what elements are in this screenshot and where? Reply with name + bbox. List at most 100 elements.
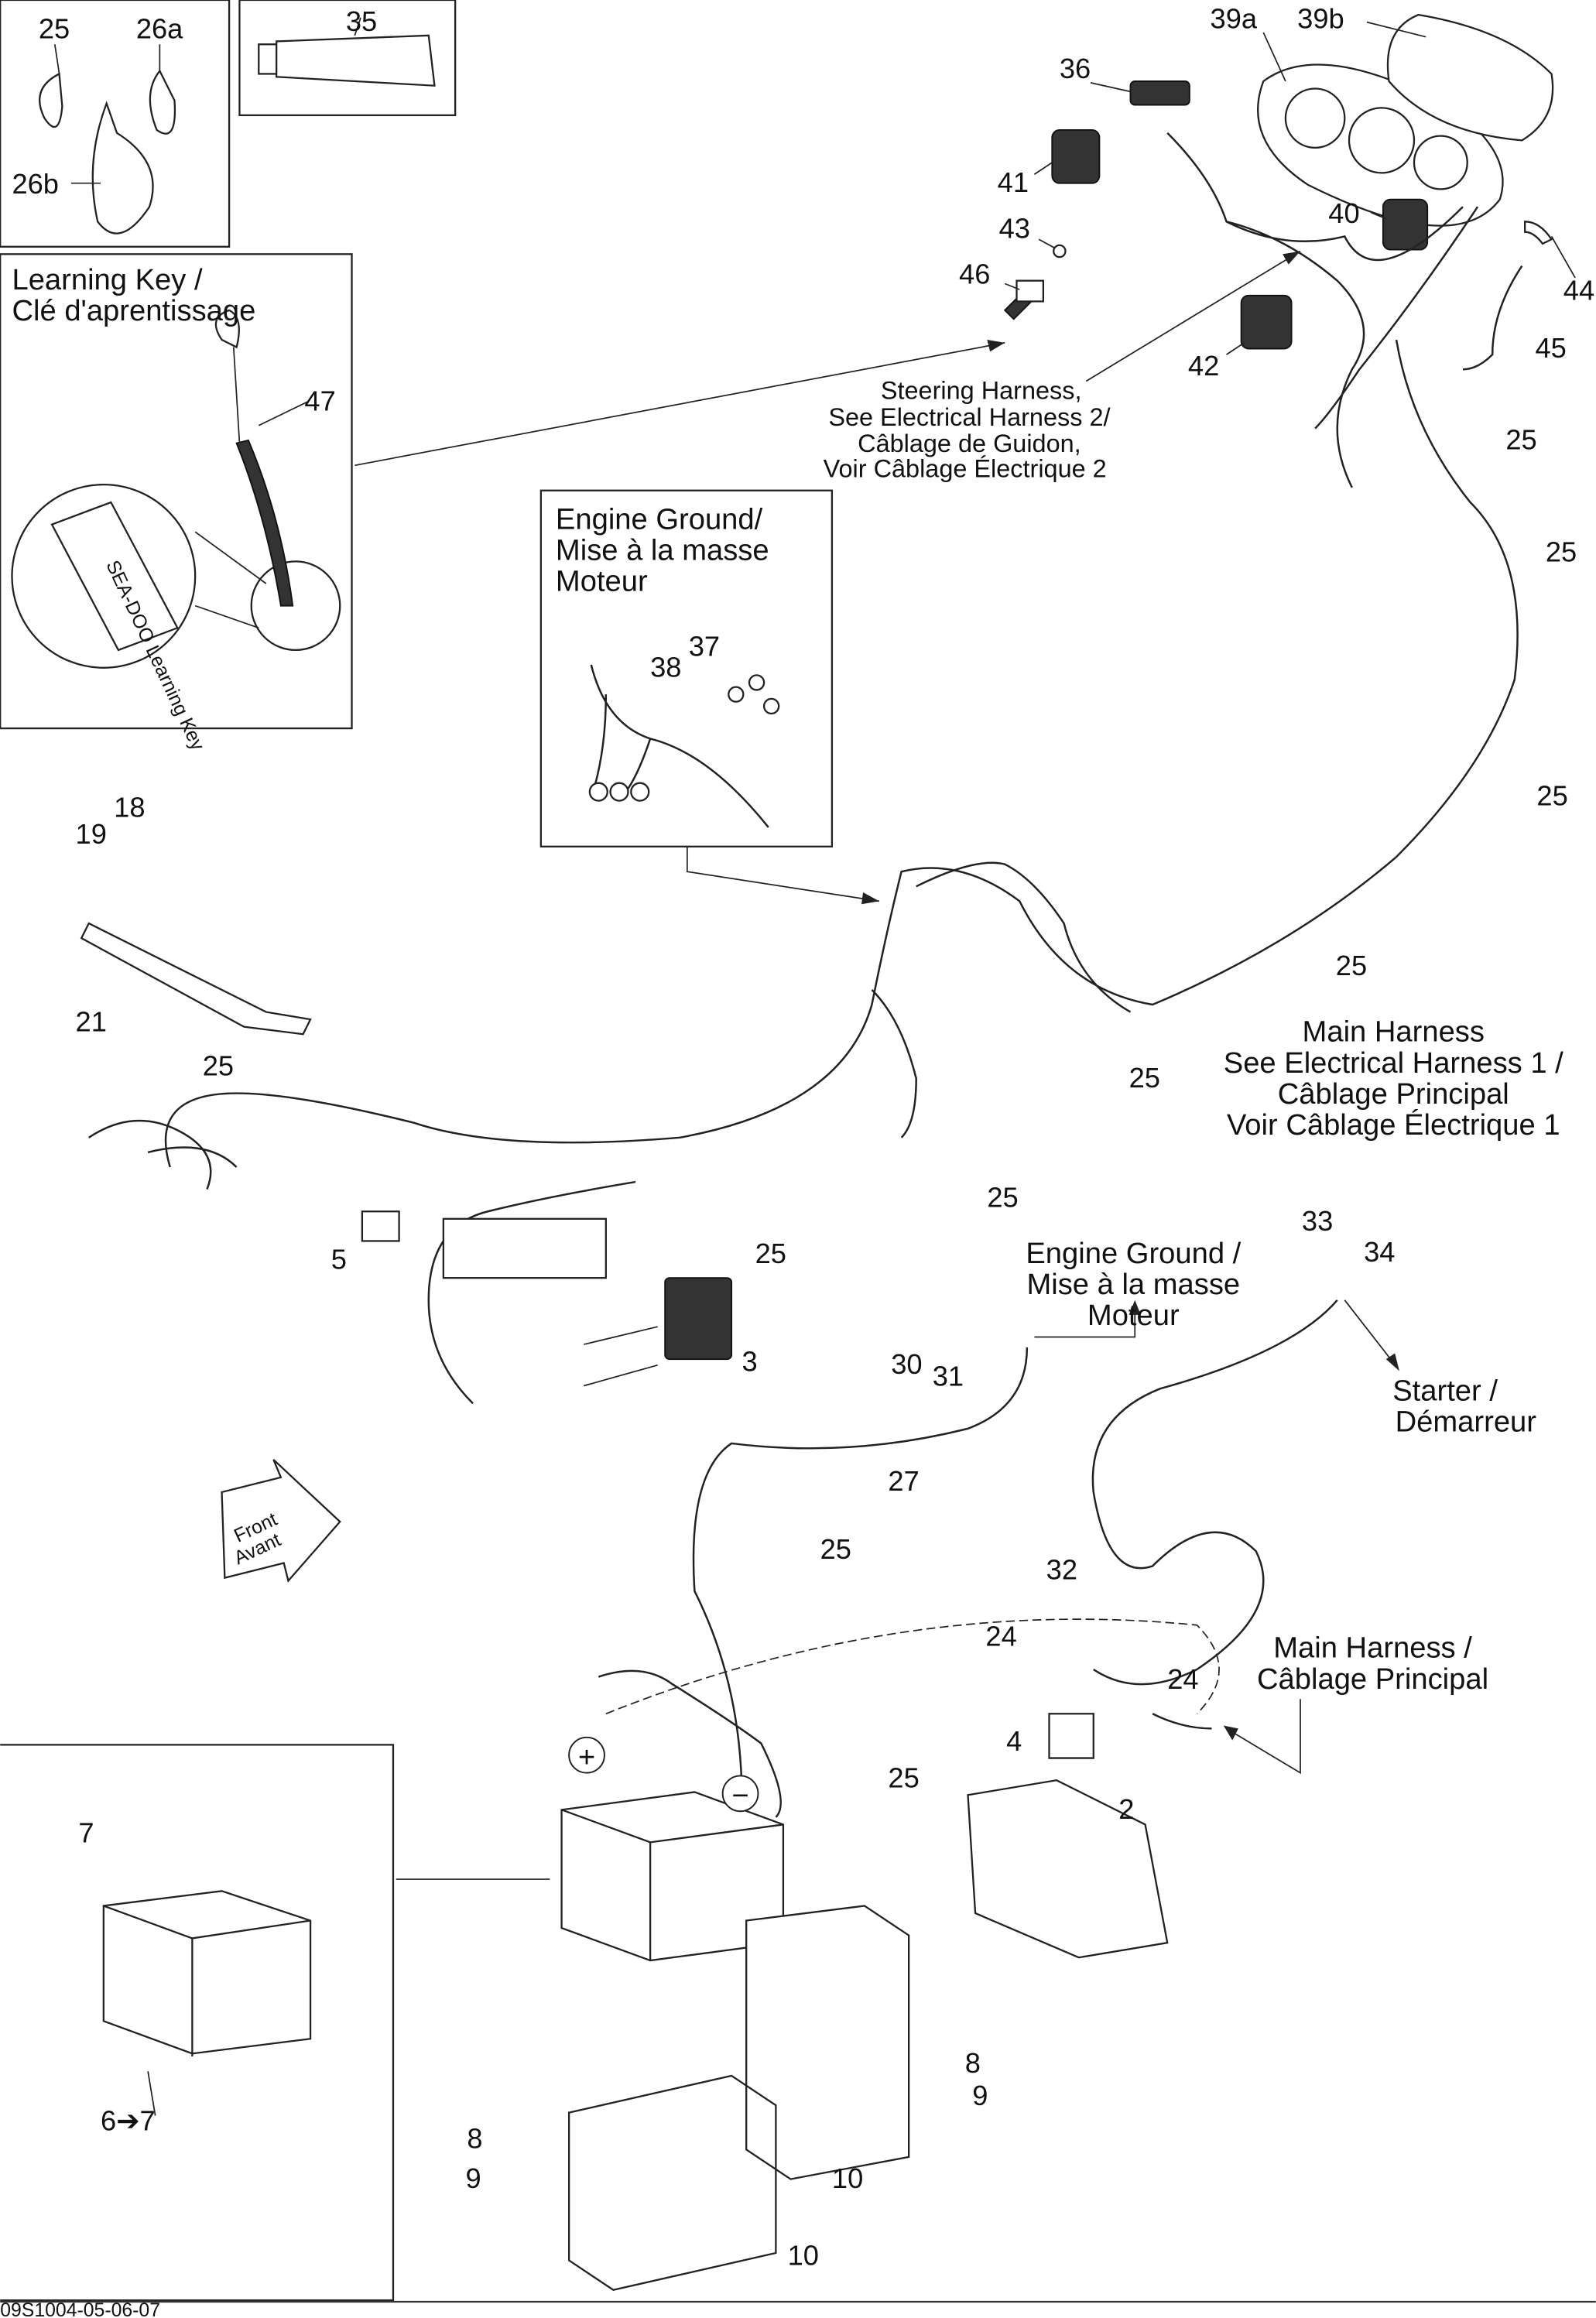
callout: 2	[1118, 1793, 1134, 1825]
callout: 25	[755, 1238, 786, 1269]
svg-text:Voir Câblage Électrique 1: Voir Câblage Électrique 1	[1227, 1108, 1560, 1142]
svg-text:Démarreur: Démarreur	[1396, 1406, 1537, 1439]
callout-labels: 25 26a 26b 35 39a 39b 36 41 40 43 46 44 …	[12, 2, 1594, 2271]
learning-key-inset	[0, 253, 353, 730]
battery-icon	[102, 1791, 785, 2116]
callout: 32	[1046, 1554, 1077, 1586]
callout: 5	[331, 1244, 347, 1275]
callout: 25	[1536, 779, 1567, 811]
cable-tie-icon	[38, 44, 176, 235]
engine-ground-inset	[539, 489, 834, 847]
steering-harness-wire	[1166, 132, 1523, 488]
callout: 38	[650, 651, 681, 683]
starter-cable-32	[1091, 1299, 1338, 1686]
callout: 35	[346, 5, 377, 37]
svg-text:Mise à la masse: Mise à la masse	[556, 533, 769, 567]
callout: 39a	[1211, 2, 1258, 34]
learning-key-title: Learning Key /	[12, 263, 202, 296]
callout: 26a	[136, 13, 183, 45]
callout: 7	[78, 1816, 94, 1848]
callout: 9	[466, 2162, 481, 2194]
svg-text:+: +	[578, 1741, 595, 1774]
front-arrow-icon	[221, 1459, 341, 1583]
svg-text:Mise à la masse: Mise à la masse	[1026, 1268, 1240, 1301]
callout: 34	[1364, 1236, 1395, 1268]
svg-text:Voir Câblage Électrique 2: Voir Câblage Électrique 2	[824, 455, 1107, 483]
grease-tube-inset	[238, 0, 457, 117]
callout: 25	[203, 1050, 234, 1082]
callout: 21	[76, 1005, 107, 1037]
image-code: 09S1004-05-06-07	[0, 2300, 160, 2318]
callout: 37	[689, 631, 720, 663]
svg-text:Main Harness: Main Harness	[1303, 1015, 1485, 1049]
callout: 10	[832, 2162, 863, 2194]
callout: 39b	[1297, 2, 1344, 34]
callout: 47	[304, 385, 335, 417]
svg-text:Main Harness /: Main Harness /	[1273, 1632, 1472, 1665]
callout: 41	[998, 166, 1029, 198]
callout: 25	[987, 1182, 1018, 1214]
callout: 33	[1302, 1205, 1333, 1237]
callout: 26b	[12, 168, 58, 200]
svg-text:−: −	[731, 1779, 748, 1813]
callout: 36	[1060, 53, 1091, 84]
callout: 42	[1188, 350, 1219, 382]
switch-parts-icon	[1003, 80, 1576, 355]
connector-5-icon	[361, 1210, 400, 1242]
callout: 24	[1167, 1663, 1198, 1695]
positive-terminal-badge	[568, 1736, 605, 1774]
callout: 25	[1129, 1062, 1160, 1094]
starter-note: Starter / Démarreur	[1392, 1375, 1536, 1439]
engine-ground-note: Engine Ground / Mise à la masse Moteur	[1026, 1237, 1241, 1332]
callout: 25	[820, 1533, 851, 1565]
callout: 8	[965, 2047, 981, 2079]
fuse-box-icon	[442, 1217, 607, 1279]
voltage-regulator-icon	[664, 1277, 733, 1361]
callout: 9	[972, 2080, 988, 2111]
svg-text:Câblage Principal: Câblage Principal	[1257, 1662, 1488, 1696]
learning-key-icon: SEA-DOO Learning Key	[11, 309, 341, 754]
callout: 25	[1546, 536, 1577, 567]
bracket-21-icon	[80, 922, 312, 1036]
callout: 3	[741, 1345, 757, 1377]
callout: 27	[888, 1465, 919, 1497]
grease-tube-icon	[258, 17, 436, 87]
solenoid-icon	[1048, 1713, 1094, 1759]
battery-tray-icon	[567, 1905, 910, 2291]
callout: 19	[76, 818, 107, 850]
svg-text:Starter /: Starter /	[1392, 1375, 1498, 1408]
callout: 25	[39, 13, 70, 45]
callout: 45	[1536, 332, 1567, 364]
main-harness-lower	[605, 1618, 1220, 1715]
leader-arrows	[354, 250, 1399, 1775]
battery-inset	[0, 1744, 395, 2302]
callout: 46	[959, 259, 990, 290]
svg-text:Câblage de Guidon,: Câblage de Guidon,	[858, 430, 1081, 457]
main-harness-note: Main Harness See Electrical Harness 1 / …	[1224, 1015, 1563, 1142]
callout: 30	[891, 1348, 922, 1380]
callout: 25	[1336, 950, 1367, 981]
battery-bracket-2-icon	[967, 1779, 1169, 1959]
svg-text:Engine Ground /: Engine Ground /	[1026, 1237, 1241, 1270]
svg-text:Steering Harness,: Steering Harness,	[881, 376, 1082, 404]
svg-text:Engine Ground/: Engine Ground/	[556, 502, 763, 536]
steering-harness-note: Steering Harness, See Electrical Harness…	[824, 376, 1111, 482]
callout: 44	[1563, 274, 1594, 306]
callout: 31	[933, 1361, 964, 1392]
callout: 10	[788, 2239, 819, 2271]
svg-text:Moteur: Moteur	[556, 565, 648, 598]
callout: 25	[1505, 423, 1536, 455]
main-harness-note-2: Main Harness / Câblage Principal	[1257, 1632, 1488, 1696]
instrument-cluster-icon	[1257, 13, 1554, 227]
negative-terminal-badge	[721, 1775, 759, 1813]
cable-ties-inset	[0, 0, 231, 248]
callout: 40	[1328, 197, 1359, 229]
main-harness-wire	[164, 339, 1519, 1405]
svg-text:Câblage Principal: Câblage Principal	[1278, 1077, 1509, 1111]
learning-key-subtitle: Clé d'aprentissage	[12, 294, 255, 327]
callout: 6➔7	[101, 2105, 156, 2137]
svg-text:Moteur: Moteur	[1087, 1299, 1180, 1332]
callout: 25	[888, 1762, 919, 1794]
callout: 24	[985, 1620, 1016, 1652]
